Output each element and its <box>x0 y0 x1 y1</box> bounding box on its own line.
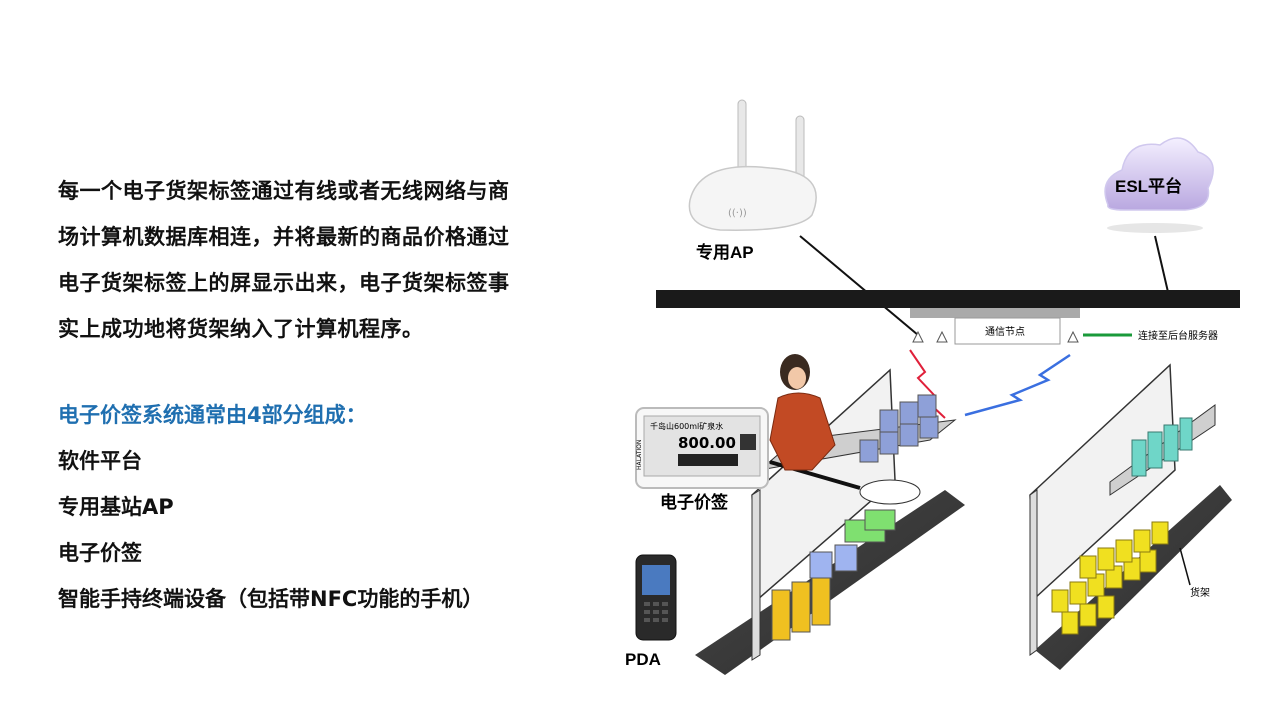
svg-text:((·)): ((·)) <box>728 208 747 219</box>
shelf-label: 货架 <box>1190 586 1210 599</box>
cloud-link-line <box>1154 235 1169 293</box>
esl-tag: 千岛山600ml矿泉水 800.00 HALATION <box>635 407 769 489</box>
pda-icon <box>635 554 677 641</box>
esl-brand: HALATION <box>636 440 643 470</box>
cloud-label: ESL平台 <box>1115 176 1182 196</box>
esl-price: 800.00 <box>678 434 736 452</box>
components-section: 电子价签系统通常由4部分组成： 软件平台 专用基站AP 电子价签 智能手持终端设… <box>58 392 483 622</box>
esl-screen-title: 千岛山600ml矿泉水 <box>650 421 723 431</box>
shopper-figure <box>769 354 836 471</box>
intro-line: 每一个电子货架标签通过有线或者无线网络与商 <box>58 179 510 203</box>
components-heading: 电子价签系统通常由4部分组成： <box>58 403 367 427</box>
cloud-icon <box>1104 137 1214 233</box>
component-item: 软件平台 <box>58 449 142 473</box>
right-shelf-unit <box>1029 363 1232 670</box>
intro-line: 场计算机数据库相连，并将最新的商品价格通过 <box>58 225 510 249</box>
intro-paragraph: 每一个电子货架标签通过有线或者无线网络与商 场计算机数据库相连，并将最新的商品价… <box>58 168 568 352</box>
esl-system-diagram: ((·)) 专用AP ESL平台 通信节点 连接至后台服务器 <box>625 99 1240 675</box>
component-item: 智能手持终端设备（包括带NFC功能的手机） <box>58 587 484 611</box>
component-item: 专用基站AP <box>58 495 174 519</box>
ap-link-line <box>799 235 919 336</box>
node-label: 通信节点 <box>985 326 1025 338</box>
wireless-signal-blue <box>964 353 1071 417</box>
router-icon: ((·)) <box>688 99 817 231</box>
esl-label: 电子价签 <box>660 492 729 512</box>
intro-line: 实上成功地将货架纳入了计算机程序。 <box>58 317 424 341</box>
components-list: 软件平台 专用基站AP 电子价签 智能手持终端设备（包括带NFC功能的手机） <box>58 438 483 622</box>
comm-node <box>910 308 1080 345</box>
server-label: 连接至后台服务器 <box>1138 329 1218 342</box>
intro-line: 电子货架标签上的屏显示出来，电子货架标签事 <box>58 271 510 295</box>
ceiling-beam <box>656 290 1240 308</box>
pda-label: PDA <box>625 650 661 669</box>
ap-label: 专用AP <box>696 242 754 262</box>
component-item: 电子价签 <box>58 541 142 565</box>
